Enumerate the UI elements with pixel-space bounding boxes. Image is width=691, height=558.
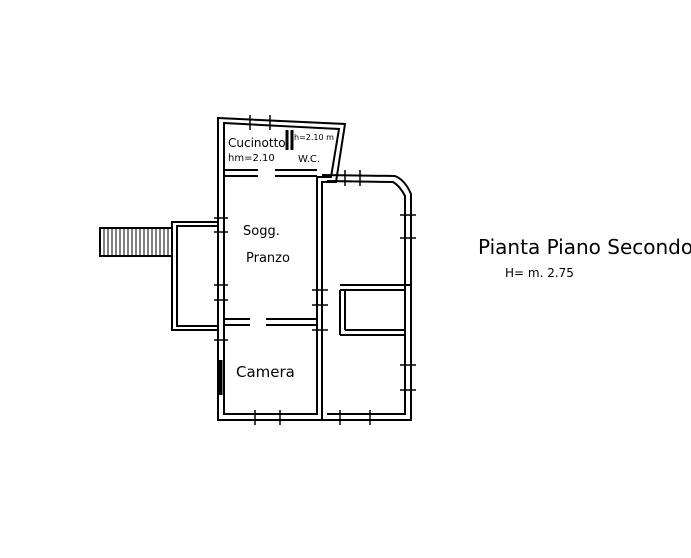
plan-height-note: H= m. 2.75 [505,266,574,280]
window-marks [214,115,416,425]
wc-height: h=2.10 m [294,133,334,142]
kitchenette-label: Cucinotto [228,136,286,150]
living-label-line1: Sogg. [243,224,280,239]
stairs [103,228,169,256]
plan-title: Pianta Piano Secondo [478,235,691,259]
right-wing-walls [321,174,412,421]
living-label-line2: Pranzo [246,251,290,266]
bedroom-label: Camera [236,363,295,381]
interior-walls [224,130,317,326]
wc-label: W.C. [298,154,320,165]
left-balcony [99,221,218,331]
kitchenette-height: hm=2.10 [228,153,275,164]
